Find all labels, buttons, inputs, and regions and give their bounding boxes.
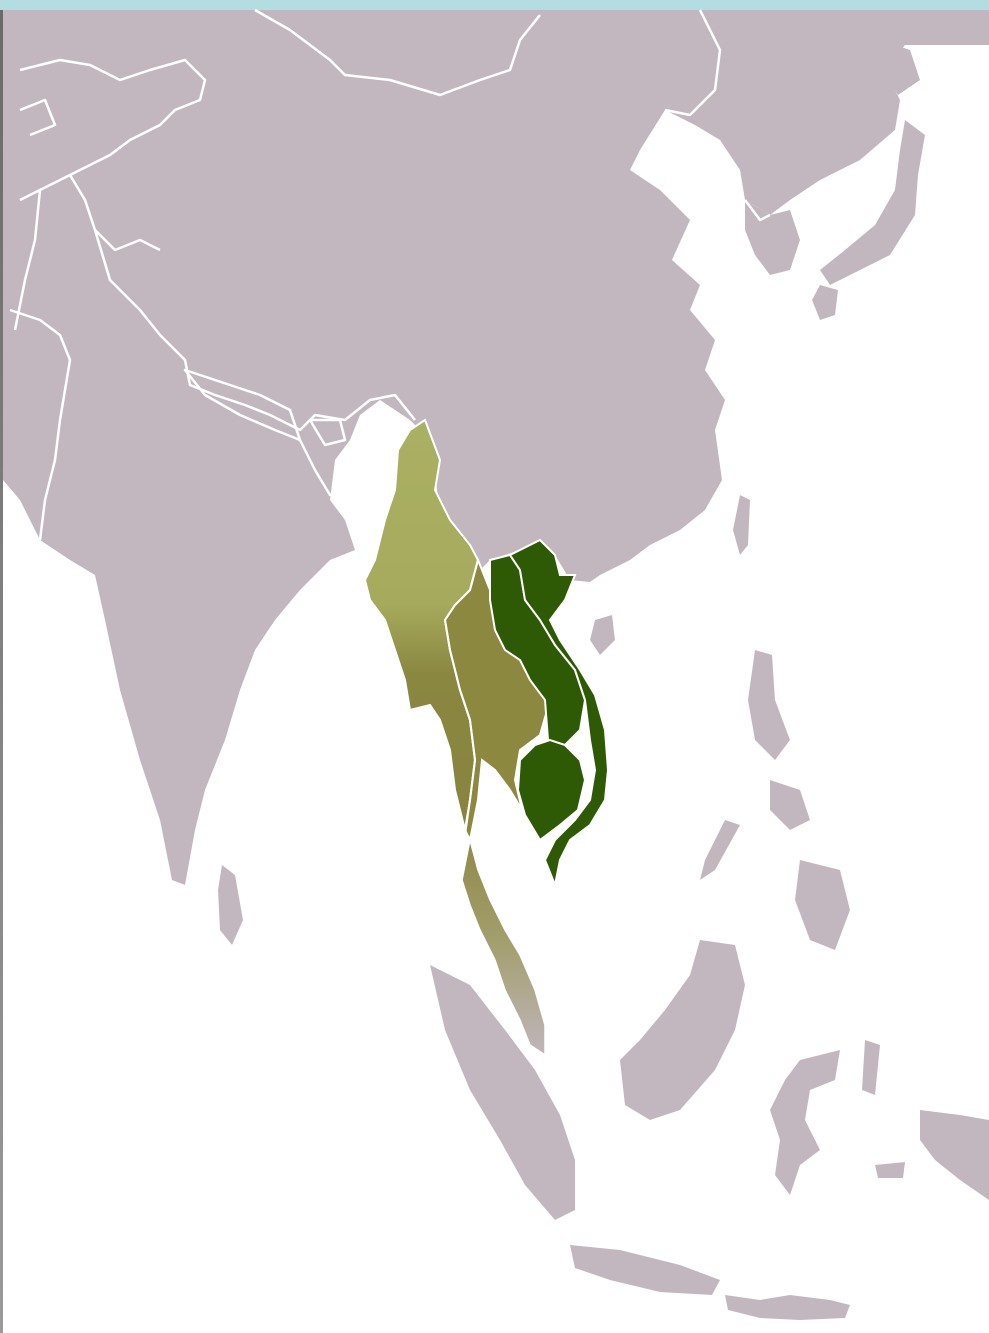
maluku-islands xyxy=(862,1040,880,1095)
philippines-luzon xyxy=(748,650,790,760)
japan-hokkaido xyxy=(880,40,920,95)
new-guinea-island xyxy=(920,1110,989,1200)
japan-kyushu xyxy=(812,285,838,320)
sri-lanka-island xyxy=(218,865,243,945)
central-asia-borders xyxy=(13,58,207,331)
asia-mainland xyxy=(3,10,989,885)
taiwan-island xyxy=(733,495,750,555)
vietnam-region xyxy=(508,538,610,889)
india-china-border xyxy=(93,229,416,432)
philippines-visayas xyxy=(770,780,810,830)
nepal-bhutan-borders xyxy=(183,368,347,447)
afghanistan-pakistan-border xyxy=(9,308,72,541)
hainan-island xyxy=(590,615,615,655)
borneo-island xyxy=(620,940,745,1120)
russia-china-border xyxy=(664,9,722,117)
sumatra-island xyxy=(430,965,575,1220)
bangladesh-border xyxy=(298,439,362,546)
window-top-strip xyxy=(0,0,989,10)
korea-border xyxy=(744,199,771,222)
malay-peninsula-region xyxy=(461,839,546,1057)
seram-island xyxy=(875,1162,905,1178)
sulawesi-island xyxy=(770,1050,840,1195)
japan-honshu xyxy=(820,120,925,285)
philippines-mindanao xyxy=(795,860,850,950)
left-edge-shadow xyxy=(0,10,3,1333)
palawan-island xyxy=(700,820,740,880)
lesser-sunda-islands xyxy=(725,1295,850,1320)
china-mongolia-border xyxy=(254,8,541,97)
cambodia-region xyxy=(516,738,587,842)
myanmar-thailand-border xyxy=(444,559,479,836)
java-island xyxy=(570,1245,720,1295)
